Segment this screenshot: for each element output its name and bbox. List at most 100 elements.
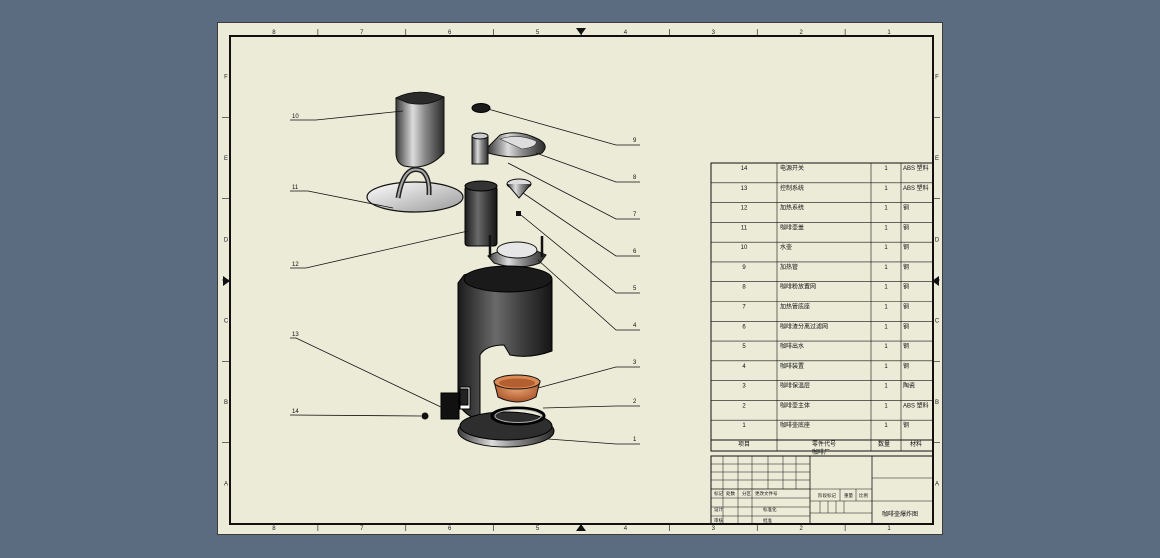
zone-row-left: E: [224, 156, 228, 162]
zone-row-right: A: [935, 481, 939, 487]
bom-qty: 1: [884, 364, 888, 370]
bom-row: 2 咖啡壶主体 1 ABS 塑料: [742, 401, 928, 409]
zone-col-top: 3: [712, 30, 716, 36]
bom-part-name: 咖啡壶主体: [780, 401, 810, 409]
bom-header-part: 零件代号: [812, 440, 836, 448]
bom-part-name: 咖啡粉放置网: [780, 283, 816, 291]
zone-col-top: 1: [887, 30, 891, 36]
bom-qty: 1: [884, 265, 888, 271]
balloon-6: 6: [633, 249, 637, 255]
bom-item-no: 10: [741, 245, 748, 251]
bom-header-qty: 数量: [878, 440, 890, 448]
bom-material: 钢: [903, 243, 909, 251]
bom-item-no: 6: [742, 324, 746, 330]
bom-part-name: 加热管底座: [780, 303, 810, 311]
zone-row-left: A: [224, 481, 228, 487]
bom-item-no: 1: [742, 423, 746, 429]
balloon-2: 2: [633, 399, 637, 405]
bom-material: 钢: [903, 263, 909, 271]
tb-label-weight: 重量: [844, 492, 853, 499]
tb-label-scale: 比例: [859, 492, 868, 499]
bom-qty: 1: [884, 225, 888, 231]
bom-material: 钢: [903, 362, 909, 370]
bom-qty: 1: [884, 403, 888, 409]
bom-material: 钢: [903, 283, 909, 291]
centering-mark-right: [932, 276, 939, 286]
title-block: [710, 455, 934, 525]
balloon-5: 5: [633, 286, 637, 292]
bom-qty: 1: [884, 305, 888, 311]
balloon-12: 12: [292, 262, 299, 268]
zone-col-bottom: 4: [624, 526, 628, 532]
bom-qty: 1: [884, 245, 888, 251]
drawing-title: 咖啡壶爆炸图: [882, 510, 918, 518]
zone-col-bottom: 3: [712, 526, 716, 532]
zone-col-bottom: 5: [536, 526, 540, 532]
bom-material: 钢: [903, 421, 909, 429]
balloon-1: 1: [633, 437, 637, 443]
bom-part-name: 加热系统: [780, 204, 804, 212]
bom-material: 钢: [903, 303, 909, 311]
bom-material: 钢: [903, 204, 909, 212]
bom-material: ABS 塑料: [903, 401, 929, 409]
tb-label-standard: 标准化: [763, 506, 777, 513]
zone-col-bottom: 7: [360, 526, 364, 532]
bom-material: 钢: [903, 342, 909, 350]
bom-material: ABS 塑料: [903, 164, 929, 172]
bom-part-name: 咖啡壶盖: [780, 223, 804, 231]
zone-row-left: B: [224, 400, 228, 406]
bom-material: 钢: [903, 322, 909, 330]
bom-qty: 1: [884, 344, 888, 350]
bom-part-name: 咖啡壶底座: [780, 421, 810, 429]
balloon-3: 3: [633, 360, 637, 366]
zone-row-right: B: [935, 400, 939, 406]
zone-row-right: E: [935, 156, 939, 162]
part-heating-tube: [471, 103, 491, 113]
bom-part-name: 咖啡渣分离过滤网: [780, 322, 828, 330]
bom-item-no: 3: [742, 384, 746, 390]
part-heating-base: [471, 132, 546, 165]
zone-col-top: 5: [536, 30, 540, 36]
balloon-9: 9: [633, 138, 637, 144]
tb-label-stage: 阶段标记: [818, 492, 836, 499]
bom-item-no: 7: [742, 305, 746, 311]
bom-item-no: 9: [742, 265, 746, 271]
bom-row: 8 咖啡粉放置网 1 钢: [742, 283, 909, 291]
zone-col-bottom: 6: [448, 526, 452, 532]
tb-label-change-doc: 更改文件号: [755, 490, 778, 497]
bom-part-name: 控制系统: [780, 184, 804, 192]
zone-col-top: 8: [272, 30, 276, 36]
balloon-4: 4: [633, 323, 637, 329]
bom-item-no: 13: [741, 186, 748, 192]
bom-material: 钢: [903, 223, 909, 231]
leader-lines: [289, 108, 640, 445]
part-pot-body: [457, 265, 555, 448]
bom-material: ABS 塑料: [903, 184, 929, 192]
part-control-system: [440, 388, 469, 420]
part-water-tank: [395, 91, 445, 168]
bom-header-material: 材料: [910, 440, 922, 448]
part-insulation-cup: [493, 374, 541, 403]
zone-col-bottom: 8: [272, 526, 276, 532]
zone-col-top: 4: [624, 30, 628, 36]
balloon-14: 14: [292, 409, 299, 415]
bom-item-no: 8: [742, 285, 746, 291]
zone-ticks: [222, 29, 940, 531]
zone-row-right: C: [935, 319, 940, 325]
part-power-switch: [421, 412, 429, 420]
bom-item-no: 2: [742, 403, 746, 409]
bom-qty: 1: [884, 285, 888, 291]
bom-qty: 1: [884, 384, 888, 390]
zone-row-left: F: [224, 75, 228, 81]
